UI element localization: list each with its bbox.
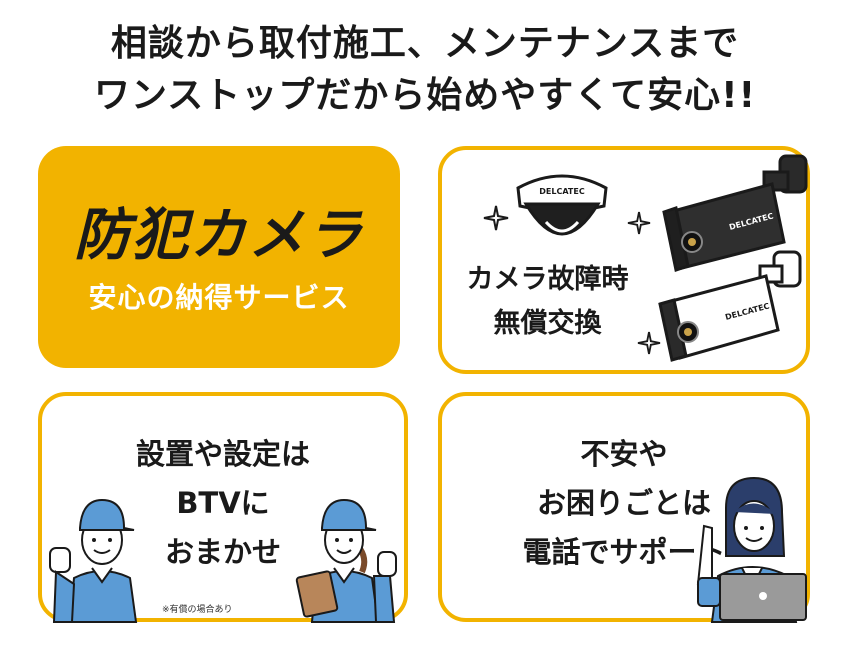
replacement-line-1: カメラ故障時 — [466, 264, 629, 295]
support-line-2: お困りごとは — [536, 486, 711, 520]
paid-case-note: ※有償の場合あり — [162, 605, 233, 615]
dome-camera-brand: DELCATEC — [539, 187, 585, 196]
sparkle-icon — [627, 211, 651, 235]
headline-line-1: 相談から取付施工、メンテナンスまで — [110, 23, 740, 64]
camera-service-card: 防犯カメラ 安心の納得サービス — [38, 146, 400, 368]
support-line-1: 不安や — [580, 437, 668, 471]
headline: 相談から取付施工、メンテナンスまで ワンストップだから始めやすくて安心!! — [0, 18, 850, 122]
bullet-camera-icon: DELCATEC — [658, 250, 802, 362]
dome-camera-icon: DELCATEC — [516, 174, 608, 236]
replacement-line-2: 無償交換 — [493, 308, 602, 339]
support-card: 不安や お困りごとは 電話でサポート — [438, 392, 810, 623]
installation-line-1: 設置や設定は — [135, 437, 310, 471]
headline-line-2: ワンストップだから始めやすくて安心!! — [93, 75, 757, 116]
support-line-3: 電話でサポート — [522, 535, 726, 569]
camera-service-subtitle: 安心の納得サービス — [88, 281, 350, 314]
bullet-camera-icon: DELCATEC — [662, 154, 808, 272]
installation-line-3: おまかせ — [164, 535, 281, 569]
replacement-text: カメラ故障時 無償交換 — [460, 258, 635, 346]
female-worker-illustration — [295, 498, 397, 623]
male-worker-illustration — [49, 498, 138, 623]
camera-service-title: 防犯カメラ — [74, 203, 364, 268]
sparkle-icon — [483, 205, 509, 231]
laptop-icon — [719, 573, 807, 621]
installation-line-2: BTVに — [176, 486, 270, 520]
support-text: 不安や お困りごとは 電話でサポート — [442, 430, 806, 577]
installation-text: 設置や設定は BTVに おまかせ — [42, 430, 404, 577]
sparkle-icon — [637, 331, 661, 355]
replacement-card: カメラ故障時 無償交換 DELCATEC DELCATEC DELCATEC — [438, 146, 810, 374]
installation-card: 設置や設定は BTVに おまかせ ※有償の場合あり — [38, 392, 408, 623]
